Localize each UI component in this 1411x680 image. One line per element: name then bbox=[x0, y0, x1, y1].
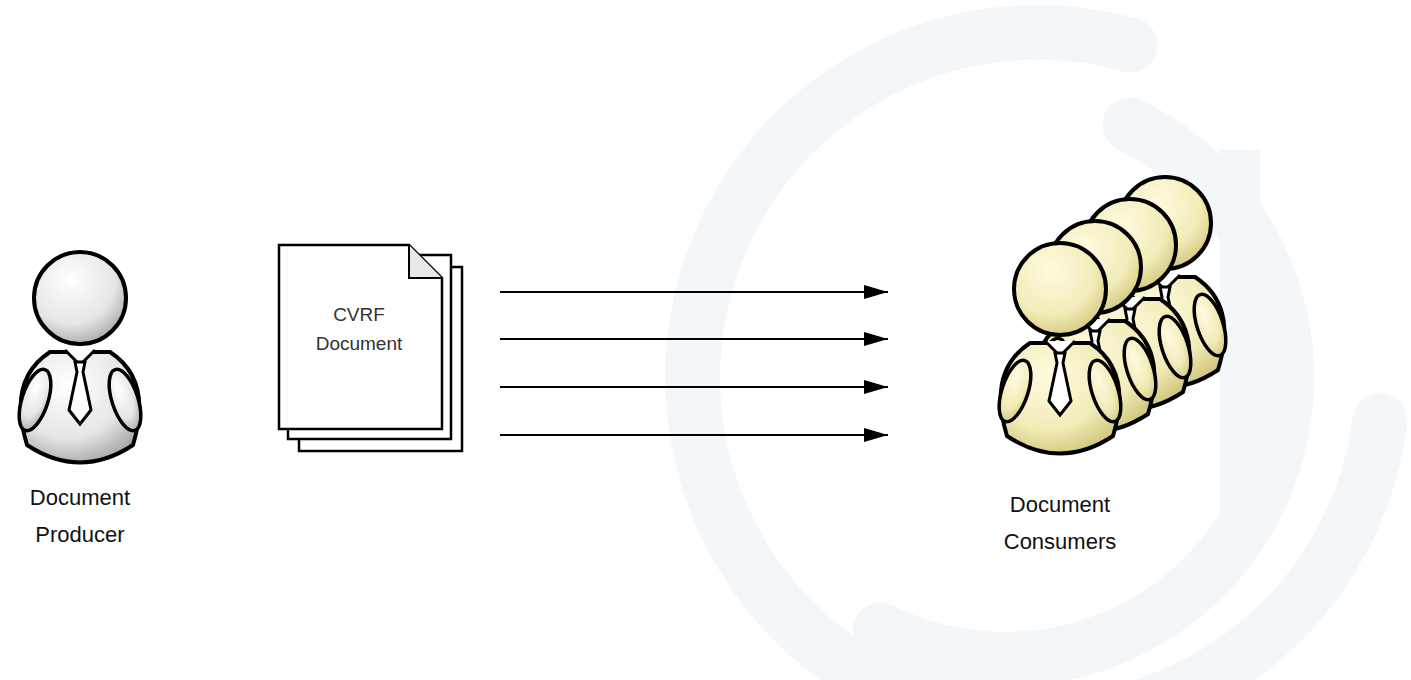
document-node: CVRF Document bbox=[277, 243, 467, 455]
watermark-arc bbox=[880, 125, 1287, 659]
person-node: Document Consumers bbox=[985, 165, 1245, 567]
person-node: Document Producer bbox=[5, 240, 155, 560]
flow-arrow bbox=[500, 291, 888, 293]
flow-arrow bbox=[500, 386, 888, 388]
actor-label: Document Consumers bbox=[995, 487, 1125, 561]
document-title: CVRF Document bbox=[299, 301, 419, 358]
actor-label: Document Producer bbox=[15, 480, 145, 554]
flow-arrow bbox=[500, 434, 888, 436]
watermark-arc bbox=[693, 32, 1380, 680]
flow-arrow bbox=[500, 338, 888, 340]
consumers-figure bbox=[985, 165, 1245, 475]
producer-figure bbox=[5, 240, 155, 480]
